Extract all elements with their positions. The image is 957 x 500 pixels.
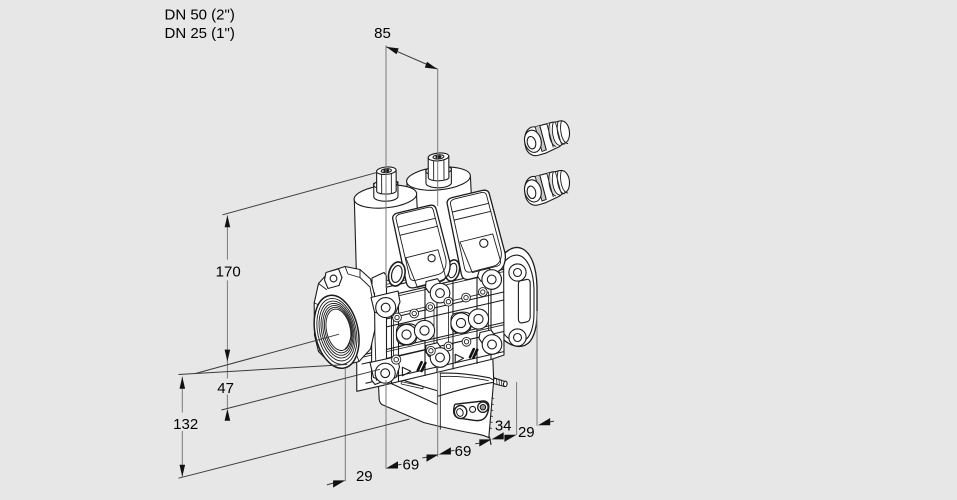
svg-text:170: 170 (216, 264, 241, 281)
svg-text:29: 29 (356, 468, 373, 485)
svg-text:69: 69 (455, 443, 472, 460)
svg-text:69: 69 (403, 456, 420, 473)
svg-text:132: 132 (173, 416, 198, 433)
svg-text:DN 50 (2"): DN 50 (2") (165, 6, 235, 23)
svg-text:47: 47 (217, 380, 234, 397)
svg-text:34: 34 (495, 418, 512, 435)
svg-text:85: 85 (374, 25, 391, 42)
svg-text:29: 29 (518, 424, 535, 441)
svg-text:DN 25 (1"): DN 25 (1") (165, 25, 235, 42)
